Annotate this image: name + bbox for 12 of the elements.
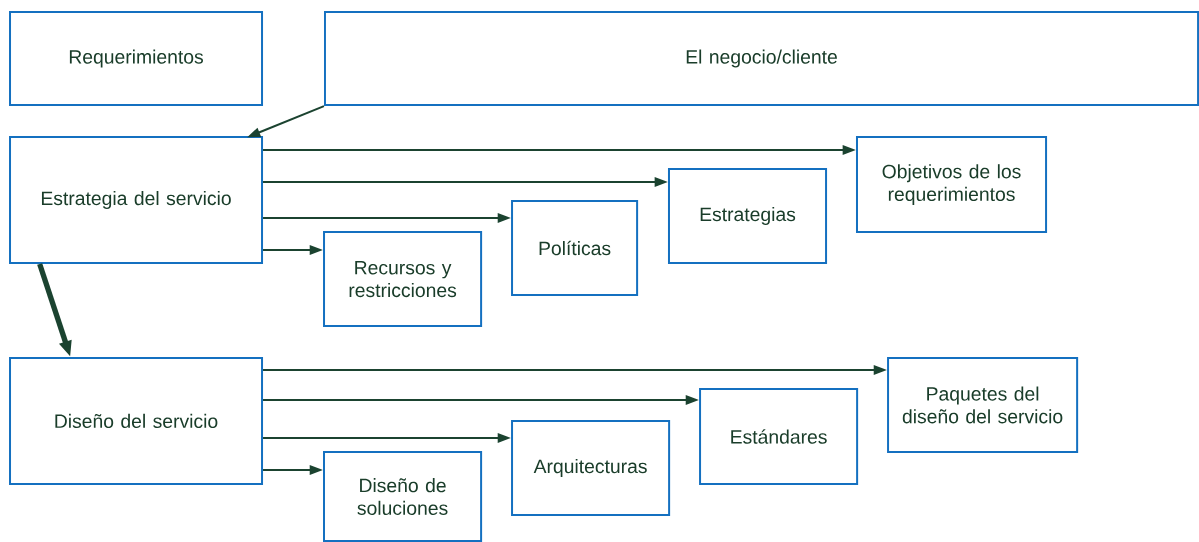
process-box: Políticas [511, 200, 639, 296]
process-box: Estrategia del servicio [9, 136, 264, 264]
process-box: Estándares [699, 388, 859, 485]
process-box: Diseño del servicio [9, 356, 264, 485]
process-box: Paquetes del diseño del servicio [887, 356, 1079, 453]
process-box: Objetivos de los requerimientos [856, 136, 1048, 233]
process-box: El negocio/cliente [323, 11, 1199, 107]
process-box: Estrategias [668, 168, 828, 264]
process-box: Diseño de soluciones [323, 451, 483, 542]
process-box: Recursos y restricciones [323, 231, 483, 328]
process-box: Requerimientos [9, 11, 264, 107]
process-box: Arquitecturas [511, 420, 671, 516]
